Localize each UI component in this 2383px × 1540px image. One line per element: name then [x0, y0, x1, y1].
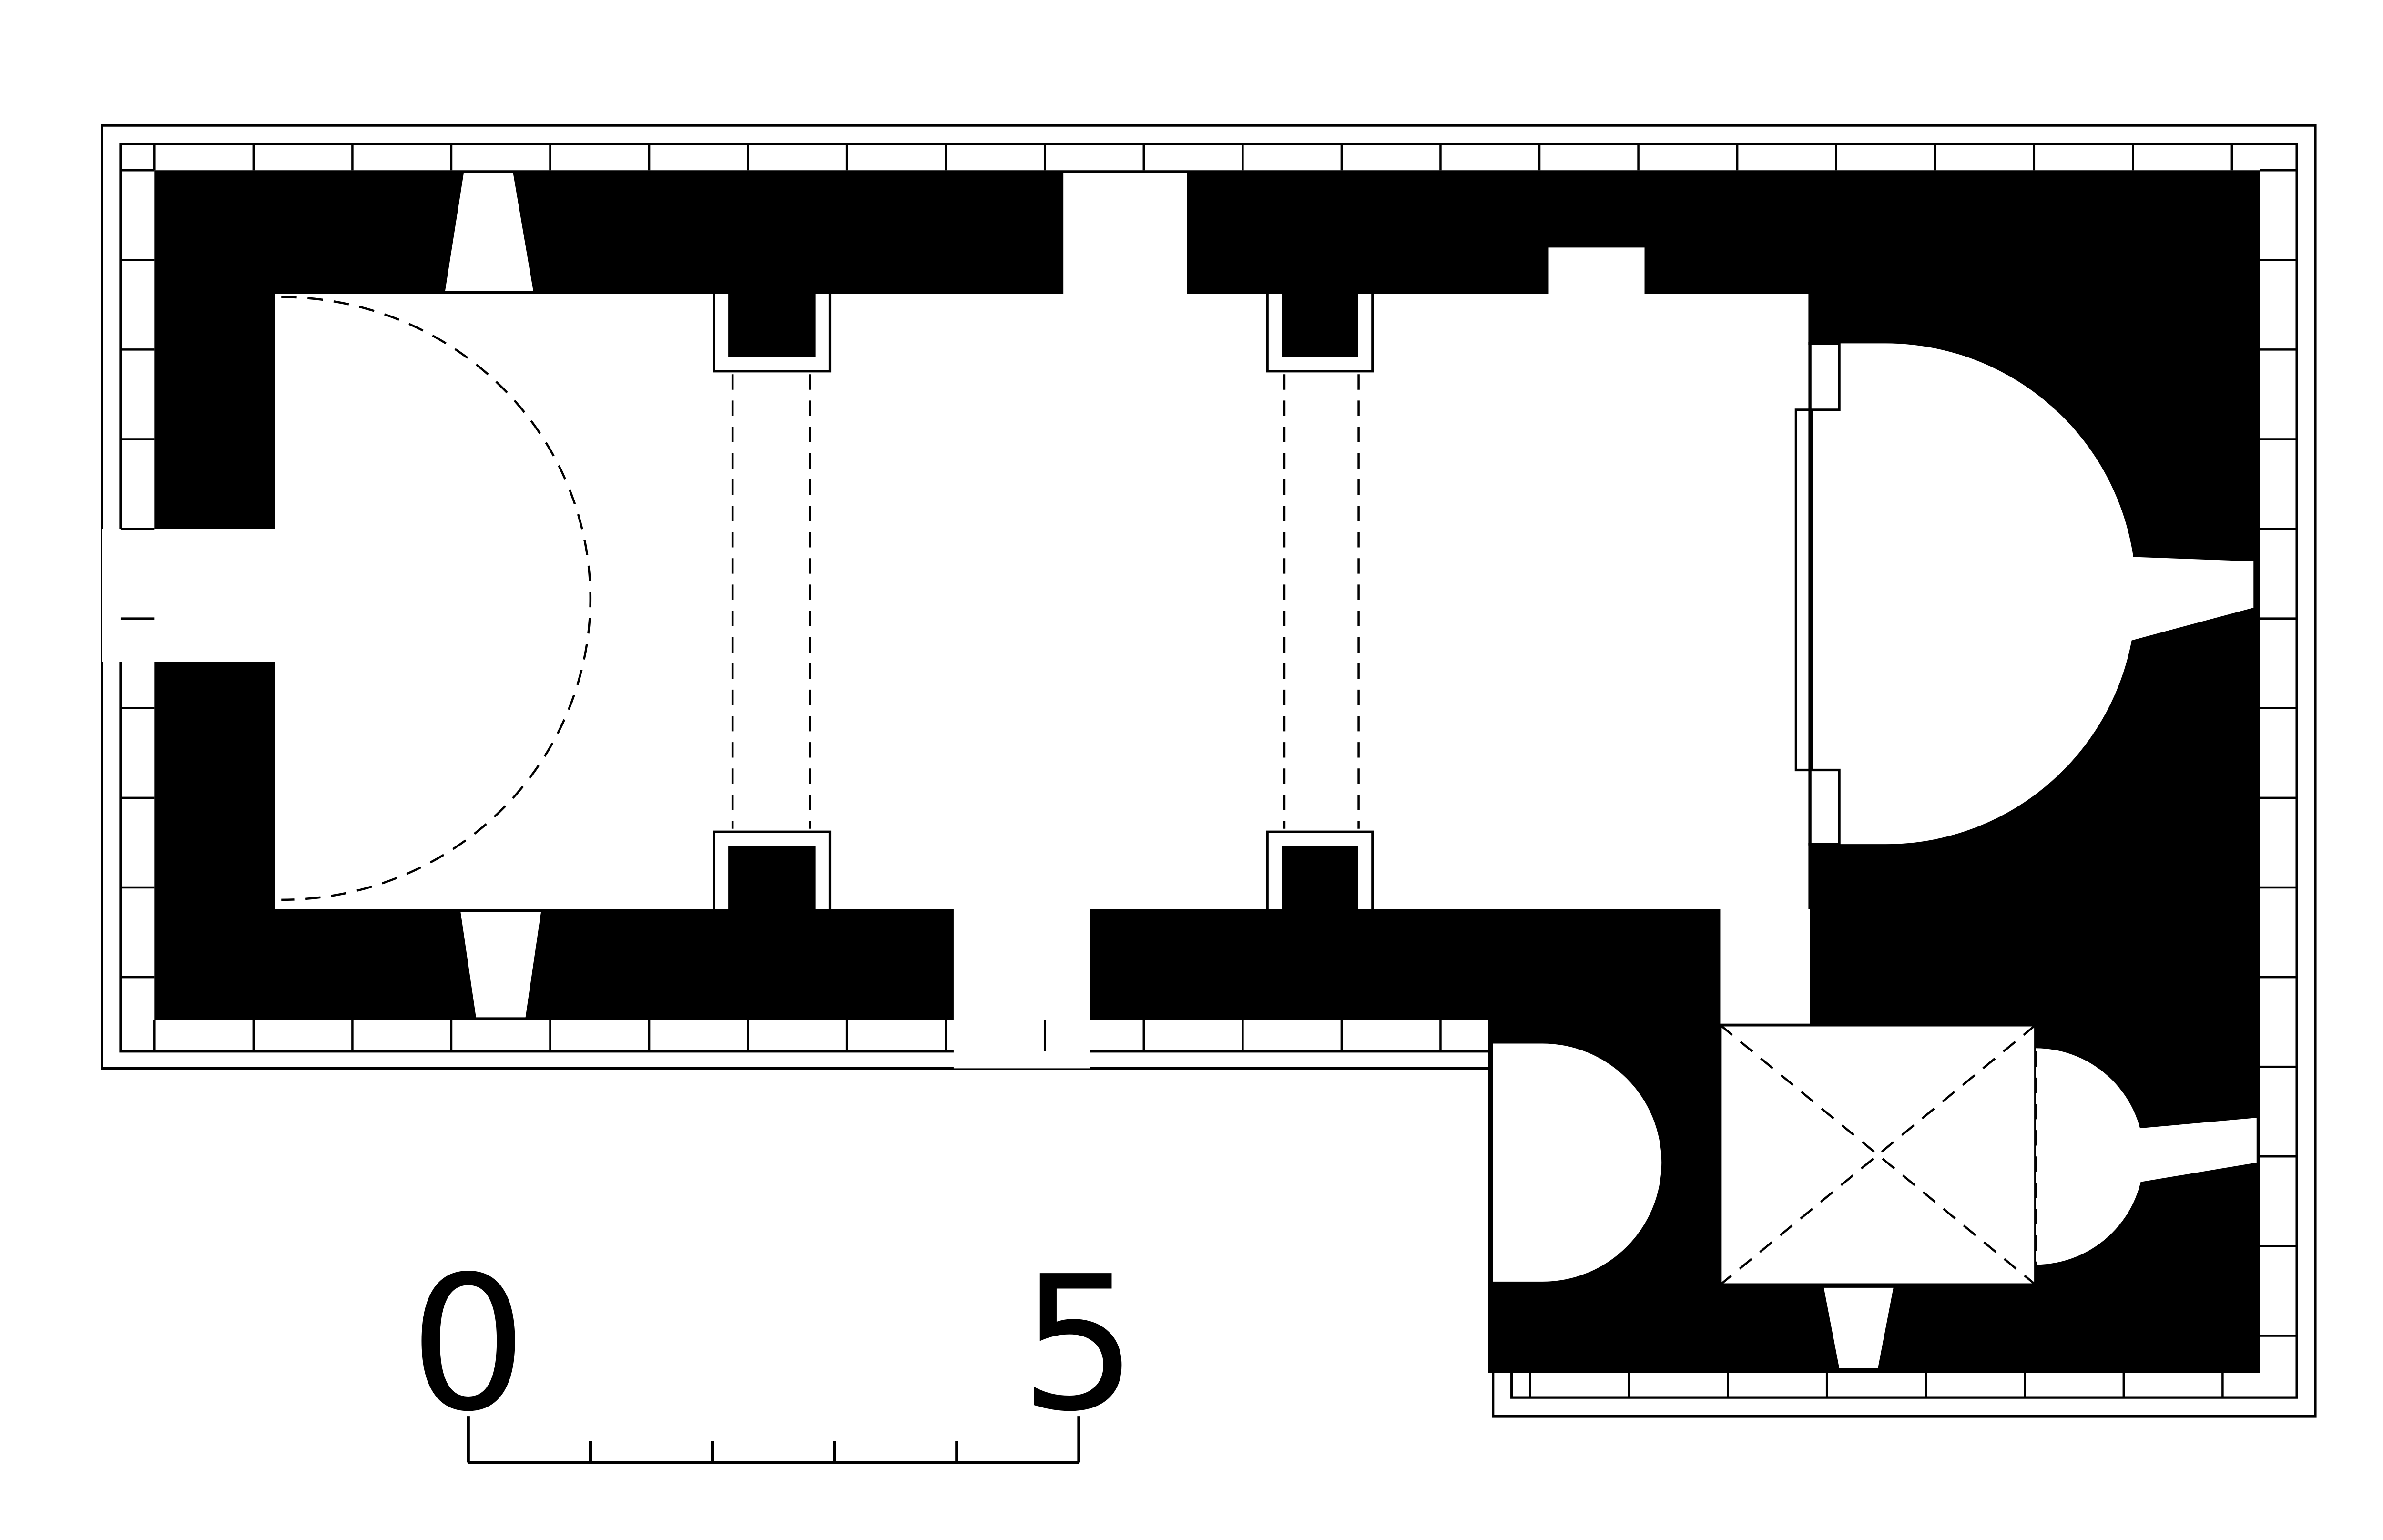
south-door — [953, 909, 1090, 1069]
masonry-ticks — [120, 144, 2297, 1398]
apse-details — [1794, 342, 1841, 846]
scale-start-label: 0 — [409, 1236, 528, 1452]
north-window-2 — [1548, 247, 1645, 294]
outer-apse — [1493, 1043, 1662, 1282]
arch-projections — [281, 296, 2037, 1286]
chapel-passage — [1720, 909, 1810, 1025]
apse-window — [2127, 556, 2254, 642]
side-chapel — [1719, 1023, 2037, 1286]
main-apse — [1811, 343, 2136, 845]
scale-bar: 0 5 — [409, 1236, 1138, 1464]
north-niche — [1063, 173, 1187, 294]
nave — [275, 294, 1809, 909]
chapel-south-window — [1823, 1287, 1894, 1368]
scale-bar-ticks — [467, 1416, 1080, 1464]
south-window-1 — [460, 912, 541, 1018]
chapel-apse — [2036, 1048, 2144, 1265]
north-window-1 — [445, 173, 533, 291]
scale-end-label: 5 — [1020, 1236, 1138, 1452]
outer-outline — [101, 124, 2317, 1418]
chapel-window — [2136, 1118, 2257, 1183]
west-door — [102, 529, 275, 662]
pilasters — [713, 293, 1374, 910]
room-voids — [102, 173, 2257, 1368]
